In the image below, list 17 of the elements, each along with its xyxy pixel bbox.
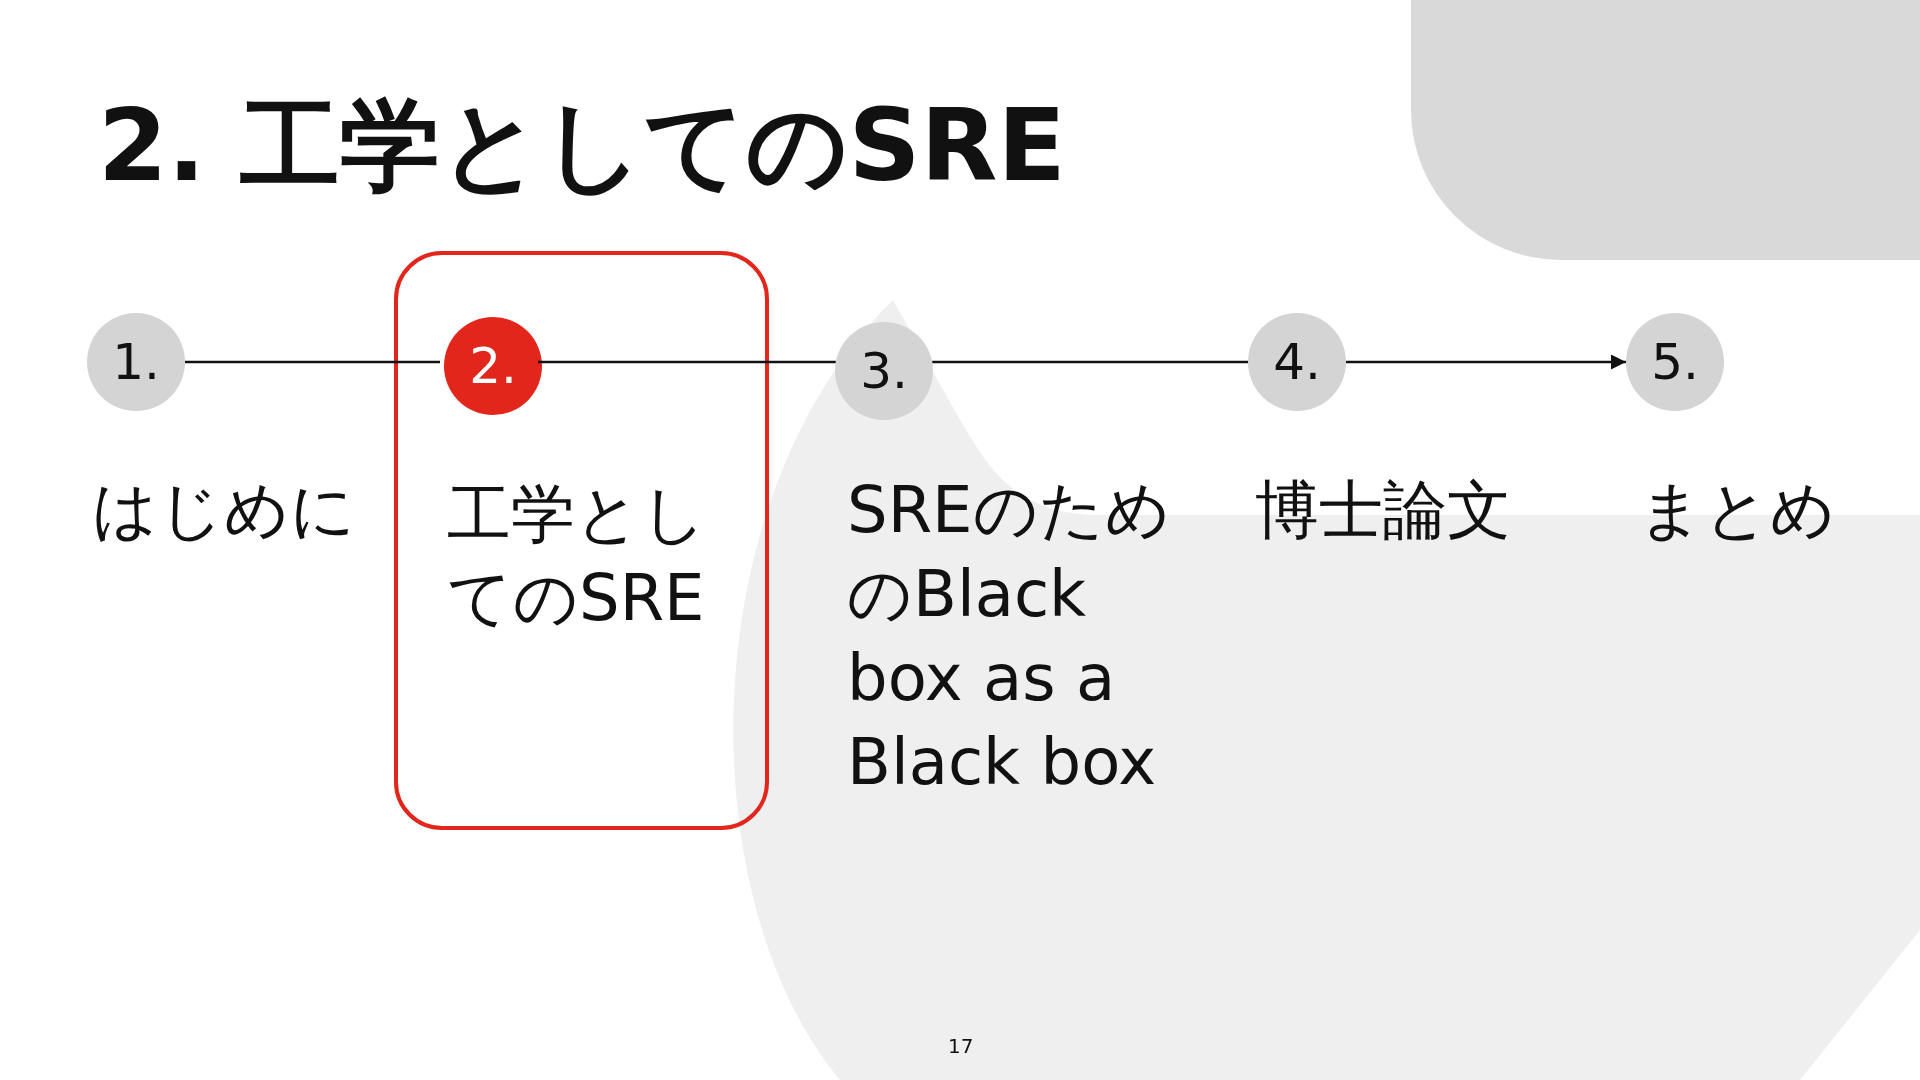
arrow (1346, 354, 1626, 370)
step-circle: 2. (444, 317, 542, 415)
step-label: 工学としてのSRE (447, 476, 708, 637)
step-circle: 1. (87, 313, 185, 411)
step-circle: 3. (835, 322, 933, 420)
step-label: 博士論文 (1255, 472, 1512, 549)
step-circle: 5. (1626, 313, 1724, 411)
connector-line (185, 360, 440, 364)
step-label: まとめ (1638, 472, 1837, 549)
page-number: 17 (948, 1034, 974, 1058)
slide-title: 2. 工学としてのSRE (98, 86, 1066, 206)
step-circle: 4. (1248, 313, 1346, 411)
step-label: はじめに (92, 472, 357, 549)
step-label: SREのためのBlack box as a Black box (847, 472, 1172, 801)
connector-line (932, 360, 1248, 364)
connector-line (538, 360, 836, 364)
highlight-box (394, 251, 769, 830)
